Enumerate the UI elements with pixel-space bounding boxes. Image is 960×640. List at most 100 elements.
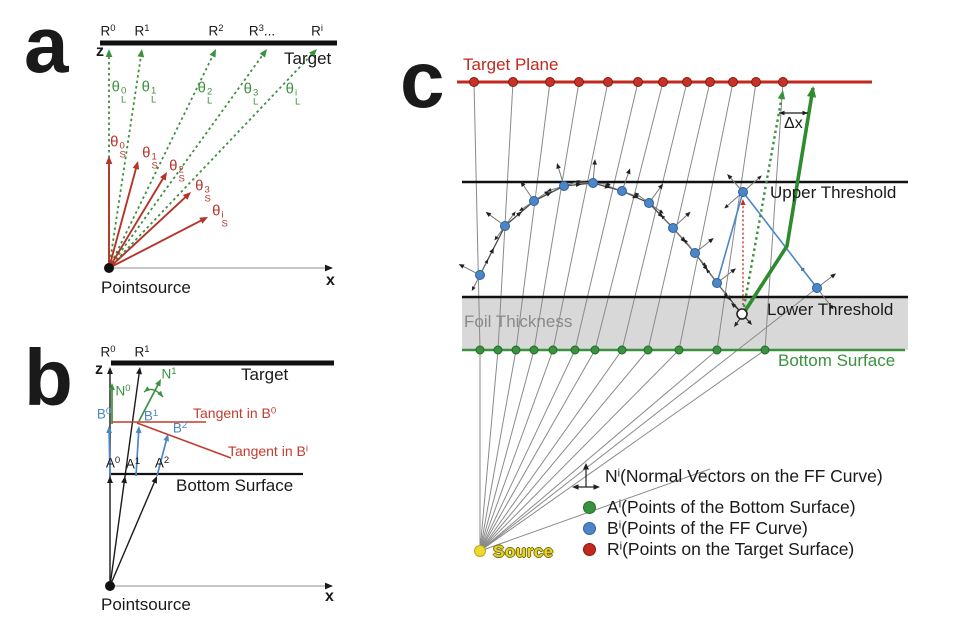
label-b2: B2 bbox=[172, 419, 188, 436]
z-axis-label-a: z bbox=[96, 43, 104, 60]
tangent-head-b-8 bbox=[683, 238, 689, 244]
short-angle-ray-1 bbox=[108, 164, 138, 269]
label-n1: N1 bbox=[161, 365, 177, 382]
ff-point-9 bbox=[712, 278, 722, 288]
normal-arrow-1 bbox=[138, 381, 161, 422]
ff-point-5 bbox=[617, 186, 627, 196]
long-angle-ray-2 bbox=[108, 52, 216, 269]
green-dot-icon bbox=[583, 501, 596, 514]
bottom-point-3 bbox=[529, 345, 539, 355]
short-angle-ray-4 bbox=[108, 217, 205, 269]
tangent-head-a-2 bbox=[544, 190, 549, 195]
normal-head-8 bbox=[708, 238, 714, 244]
normal-arrow-1-head bbox=[155, 379, 161, 387]
panel-c-graphics bbox=[457, 77, 908, 557]
ff-point-0 bbox=[475, 270, 485, 280]
ff-point-4 bbox=[588, 178, 598, 188]
tangent-head-a-7 bbox=[680, 236, 686, 242]
ff-point-7 bbox=[668, 223, 678, 233]
normal-seg-0 bbox=[462, 265, 478, 275]
target-label-b: Target bbox=[241, 365, 289, 384]
ff-point-2 bbox=[529, 196, 539, 206]
tangent-head-a-6 bbox=[658, 209, 664, 214]
tangent-head-b-5 bbox=[605, 184, 610, 189]
marker-arrow-c-head bbox=[731, 303, 737, 308]
x-axis-a-arrowhead bbox=[325, 264, 333, 272]
normal-seg-9 bbox=[719, 271, 733, 282]
normal-seg-6 bbox=[650, 187, 661, 201]
normal-head-x1 bbox=[830, 273, 836, 279]
a-point-arrowhead-0 bbox=[107, 476, 113, 483]
pointsource-label-a: Pointsource bbox=[101, 278, 191, 297]
long-angle-ray-2-head bbox=[209, 49, 216, 58]
tangent-head-a-9 bbox=[723, 292, 728, 298]
ff-point-6 bbox=[644, 198, 654, 208]
normal-head-7 bbox=[685, 211, 691, 218]
ab-arrow-1-head bbox=[135, 426, 142, 434]
ab-arrow-0 bbox=[108, 429, 111, 477]
projection-ray-dotted bbox=[742, 94, 784, 308]
pointsource-dot-a bbox=[104, 263, 114, 273]
normal-head-0 bbox=[458, 264, 465, 269]
bottom-point-6 bbox=[590, 345, 600, 355]
legend-desc-a: (Points of the Bottom Surface) bbox=[621, 497, 856, 517]
target-point-1 bbox=[508, 77, 518, 87]
projection-ray-dotted-head bbox=[777, 90, 786, 100]
label-a1: A1 bbox=[125, 455, 141, 472]
legend-item-bottom-points: Ai(Points of the Bottom Surface) bbox=[571, 497, 856, 518]
normal-head-4 bbox=[592, 159, 597, 165]
legend-text-ff-curve-points: Bi(Points of the FF Curve) bbox=[607, 518, 808, 539]
legend-symbol-a: A bbox=[607, 497, 619, 517]
ab-arrow-1 bbox=[135, 429, 140, 477]
a-point-arrowhead-1 bbox=[121, 476, 128, 484]
tangent-head-b-1 bbox=[494, 235, 499, 241]
threshold-drop-dotted-head bbox=[740, 199, 746, 205]
foil-thickness-band bbox=[462, 298, 908, 350]
bottom-point-0 bbox=[475, 345, 485, 355]
short-angle-ray-4-head bbox=[199, 217, 208, 224]
bottom-point-5 bbox=[570, 345, 580, 355]
tangent-head-b-2 bbox=[519, 207, 524, 212]
normal-vectors-icon bbox=[571, 460, 601, 492]
x-axis-b-arrowhead bbox=[325, 582, 333, 590]
bottom-point-10 bbox=[712, 345, 722, 355]
source-ray-b-1-head bbox=[136, 367, 142, 375]
target-point-3 bbox=[574, 77, 584, 87]
ff-point-x1 bbox=[812, 283, 822, 293]
tangent-line-bi bbox=[136, 422, 232, 459]
label-a-ri: Ri bbox=[311, 22, 323, 39]
legend-symbol-n: N bbox=[605, 465, 618, 486]
curve-direction-arrow-0 bbox=[489, 247, 494, 254]
tangent-in-bi-label: Tangent in Bi bbox=[228, 443, 308, 459]
dx-head-right bbox=[802, 110, 808, 116]
arc-arrowhead-1 bbox=[144, 386, 151, 392]
tangent-head-a-1 bbox=[511, 211, 516, 217]
legend-symbol-r: R bbox=[607, 539, 620, 559]
tangent-head-a-x1 bbox=[829, 304, 834, 310]
tangent-head-b-6 bbox=[634, 192, 640, 197]
normal-seg-3 bbox=[557, 167, 564, 184]
curve-direction-arrow-8 bbox=[702, 264, 708, 271]
target-point-7 bbox=[682, 77, 692, 87]
normal-arrow-0-head bbox=[109, 383, 115, 390]
bottom-surface-label-c: Bottom Surface bbox=[778, 351, 896, 370]
tangent-head-b-9 bbox=[706, 268, 711, 274]
normal-head-9 bbox=[730, 268, 737, 274]
panel-a-graphics bbox=[100, 40, 337, 273]
tangent-head-b-x0 bbox=[724, 204, 729, 209]
label-n0: N0 bbox=[115, 382, 131, 399]
ab-arrow-2-head bbox=[163, 434, 170, 442]
tangent-head-b-0 bbox=[471, 286, 476, 292]
target-point-2 bbox=[545, 77, 555, 87]
panel-c-letter: c bbox=[400, 35, 445, 124]
long-angle-ray-3-head bbox=[259, 49, 267, 58]
normal-seg-x0 bbox=[730, 177, 742, 191]
label-a0: A0 bbox=[105, 454, 121, 471]
short-angle-ray-1-head bbox=[132, 161, 140, 170]
normal-seg-1 bbox=[489, 214, 503, 225]
